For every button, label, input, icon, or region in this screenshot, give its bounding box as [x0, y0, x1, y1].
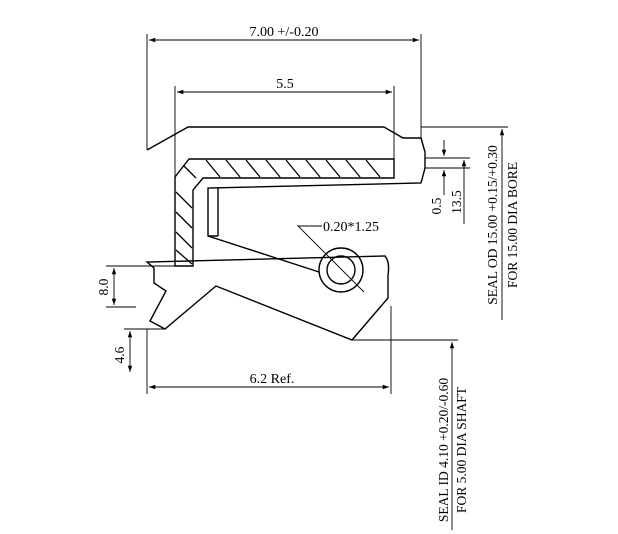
- seal-id-line2: FOR 5.00 DIA SHAFT: [454, 386, 469, 513]
- height-13-5-label: 13.5: [449, 190, 464, 214]
- spring-dimension: 0.20*1.25: [323, 220, 379, 235]
- insert-hatching: [175, 159, 381, 265]
- garter-spring-inner: [326, 255, 356, 285]
- ref-width-label: 6.2 Ref.: [250, 372, 295, 387]
- spring-leader: [296, 225, 365, 293]
- seal-od-line1: SEAL OD 15.00 +0.15/+0.30: [485, 145, 500, 305]
- lip-0-5-label: 0.5: [429, 197, 444, 214]
- inner-width-label: 5.5: [276, 77, 294, 92]
- garter-spring-outer: [318, 247, 364, 293]
- seal-outline: [145, 126, 426, 341]
- seal-od-line2: FOR 15.00 DIA BORE: [505, 162, 520, 288]
- overall-width-label: 7.00 +/-0.20: [250, 25, 319, 40]
- seal-id-line1: SEAL ID 4.10 +0.20/-0.60: [436, 378, 451, 523]
- metal-insert: [174, 158, 395, 267]
- height-4-6-label: 4.6: [112, 346, 127, 363]
- seal-inner-step: [208, 188, 219, 237]
- height-8-label: 8.0: [96, 278, 111, 295]
